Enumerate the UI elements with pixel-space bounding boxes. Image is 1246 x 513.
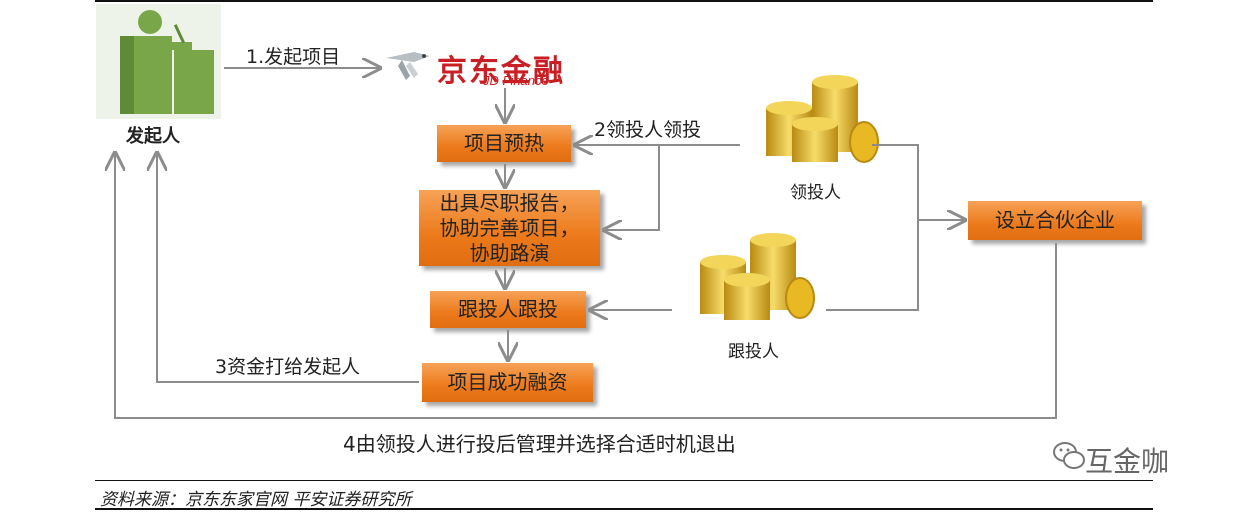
jd-bird-icon (384, 44, 432, 84)
partnership-label: 设立合伙企业 (995, 208, 1115, 232)
success-box: 项目成功融资 (422, 363, 593, 402)
top-rule (95, 0, 1153, 2)
watermark-text: 互金咖 (1085, 445, 1170, 478)
initiator-label: 发起人 (126, 126, 180, 147)
lead-investor-label: 领投人 (790, 183, 841, 203)
due-diligence-box: 出具尽职报告， 协助完善项目， 协助路演 (419, 190, 600, 266)
follow-invest-box: 跟投人跟投 (430, 291, 586, 328)
source-note: 资料来源：京东东家官网 平安证券研究所 (100, 490, 412, 510)
bottom-rule (95, 508, 1153, 510)
step2-label: 2领投人领投 (594, 119, 702, 141)
preheat-label: 项目预热 (464, 131, 544, 155)
jd-logo-subtext: JD Finance (483, 73, 549, 88)
follower-label: 跟投人 (728, 342, 779, 362)
jd-logo-text: 京东金融 (437, 54, 565, 89)
due-diligence-line1: 出具尽职报告， (439, 190, 580, 215)
follow-invest-label: 跟投人跟投 (458, 297, 558, 321)
due-diligence-line2: 协助完善项目， (439, 215, 580, 240)
due-diligence-line3: 协助路演 (469, 240, 550, 265)
initiator-figure (96, 4, 221, 119)
wechat-icon (1052, 440, 1086, 472)
preheat-box: 项目预热 (437, 125, 571, 162)
step4-label: 4由领投人进行投后管理并选择合适时机退出 (343, 432, 736, 456)
follower-coins-icon (690, 230, 830, 330)
step1-label: 1.发起项目 (246, 46, 341, 68)
lead-investor-coins-icon (752, 72, 892, 172)
success-label: 项目成功融资 (447, 370, 568, 394)
partnership-box: 设立合伙企业 (968, 201, 1142, 240)
step3-label: 3资金打给发起人 (215, 356, 361, 378)
footer-rule (95, 480, 1153, 481)
